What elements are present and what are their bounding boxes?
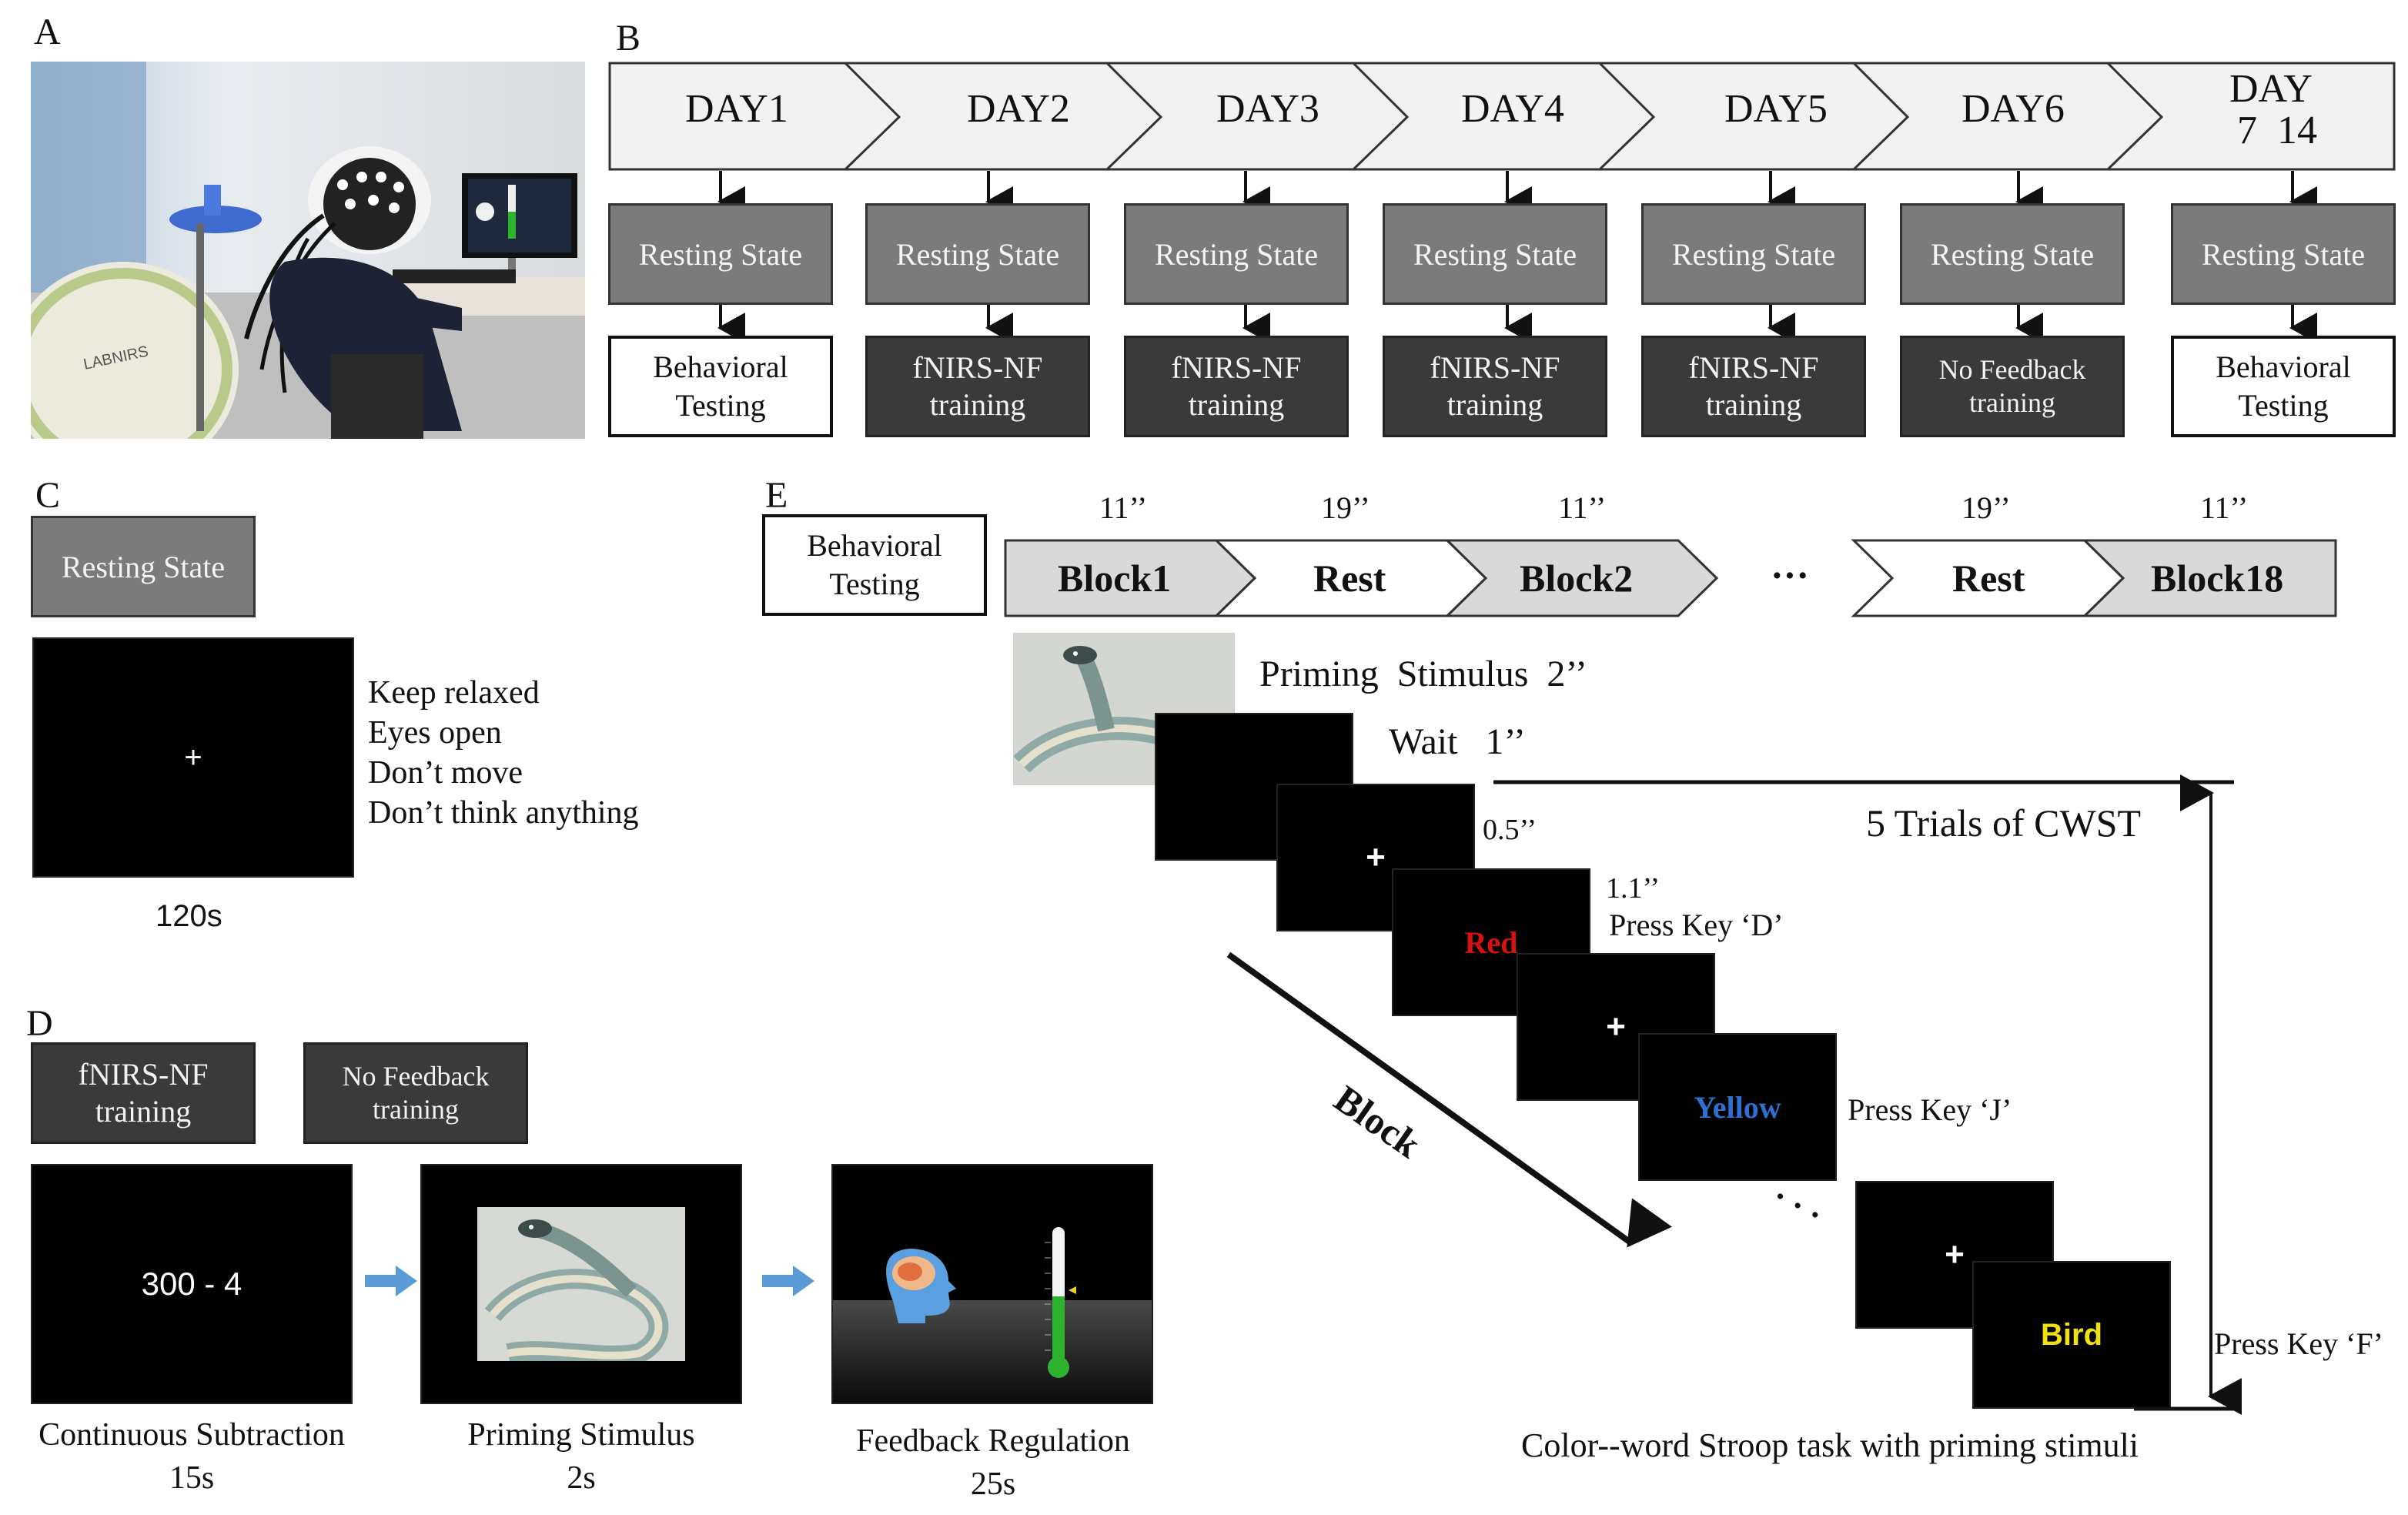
timing-block2: 11’’ bbox=[1558, 490, 1607, 525]
trials-label: 5 Trials of CWST bbox=[1866, 801, 2142, 844]
subtraction-text: 300 - 4 bbox=[141, 1266, 242, 1302]
panel-label-d: D bbox=[26, 1003, 53, 1044]
resting-state-day7: Resting State bbox=[2171, 203, 2396, 305]
resting-state-day4: Resting State bbox=[1383, 203, 1607, 305]
thermometer-icon bbox=[1045, 1227, 1076, 1378]
block-sequence-arrows bbox=[1004, 539, 2337, 617]
day-label-5: DAY5 bbox=[1724, 87, 1828, 131]
stroop-yellow-screen: Yellow bbox=[1638, 1033, 1837, 1181]
block1-label: Block1 bbox=[1058, 557, 1172, 600]
day-label-3: DAY3 bbox=[1216, 87, 1319, 131]
resting-state-day3: Resting State bbox=[1124, 203, 1349, 305]
day-label-6: DAY6 bbox=[1962, 87, 2065, 131]
feedback-scene bbox=[833, 1166, 1152, 1403]
stroop-word-red: Red bbox=[1464, 925, 1518, 960]
rest-last-label: Rest bbox=[1952, 557, 2025, 600]
fixation-cross: + bbox=[1366, 838, 1386, 876]
resting-state-day1: Resting State bbox=[608, 203, 833, 305]
day-label-7-line1: DAY bbox=[2229, 67, 2313, 111]
timing-11: 1.1’’ bbox=[1606, 872, 1660, 905]
fixation-screen-e2: + bbox=[1517, 953, 1715, 1101]
timing-rest-last: 19’’ bbox=[1962, 490, 2011, 525]
arrow-right-icon bbox=[365, 1266, 417, 1296]
trial-bracket-lines bbox=[1226, 774, 2242, 1415]
day-label-7-line2: 7 14 bbox=[2237, 109, 2317, 152]
fixation-cross: + bbox=[184, 740, 202, 774]
stroop-bird-screen: Bird bbox=[1972, 1261, 2171, 1409]
fixation-cross: + bbox=[1945, 1236, 1965, 1273]
priming-screen-d bbox=[420, 1164, 742, 1404]
timing-05: 0.5’’ bbox=[1483, 814, 1537, 846]
day-label-1: DAY1 bbox=[685, 87, 788, 131]
press-key-f: Press Key ‘F’ bbox=[2214, 1326, 2383, 1361]
panel-label-a: A bbox=[34, 12, 61, 52]
panel-label-e: E bbox=[765, 475, 788, 516]
arrow-right-icon bbox=[762, 1266, 814, 1296]
ellipsis: ··· bbox=[1771, 553, 1810, 597]
day-connector-arrows bbox=[717, 171, 2317, 343]
rest-duration: 120s bbox=[156, 899, 222, 933]
stroop-word-bird: Bird bbox=[2041, 1317, 2102, 1352]
timing-rest1: 19’’ bbox=[1321, 490, 1370, 525]
day-label-4: DAY4 bbox=[1461, 87, 1564, 131]
stroop-word-yellow: Yellow bbox=[1694, 1089, 1781, 1125]
rest1-label: Rest bbox=[1313, 557, 1386, 600]
day-label-2: DAY2 bbox=[967, 87, 1070, 131]
priming-label-e: Priming Stimulus 2’’ bbox=[1259, 654, 1587, 694]
timing-block1: 11’’ bbox=[1099, 490, 1148, 525]
panel-label-c: C bbox=[35, 475, 61, 516]
day-timeline-arrows bbox=[608, 62, 2396, 171]
brain-head-icon bbox=[886, 1249, 956, 1323]
subtraction-screen: 300 - 4 bbox=[31, 1164, 353, 1404]
press-key-d: Press Key ‘D’ bbox=[1609, 908, 1784, 942]
block18-label: Block18 bbox=[2151, 557, 2284, 600]
fixation-screen: + bbox=[32, 637, 354, 878]
block2-label: Block2 bbox=[1520, 557, 1634, 600]
stroop-caption: Color--word Stroop task with priming sti… bbox=[1521, 1426, 2139, 1464]
lab-photo: LABNIRS bbox=[31, 62, 585, 439]
snake-image bbox=[477, 1207, 685, 1361]
resting-state-day6: Resting State bbox=[1900, 203, 2125, 305]
resting-state-box-c: Resting State bbox=[31, 516, 256, 617]
press-key-j: Press Key ‘J’ bbox=[1848, 1092, 2012, 1127]
panel-label-b: B bbox=[616, 18, 641, 59]
feedback-screen bbox=[831, 1164, 1153, 1404]
timing-block18: 11’’ bbox=[2200, 490, 2249, 525]
resting-state-day5: Resting State bbox=[1641, 203, 1866, 305]
fixation-cross: + bbox=[1606, 1008, 1626, 1045]
lab-photo-illustration: LABNIRS bbox=[31, 62, 585, 439]
wait-label: Wait 1’’ bbox=[1389, 721, 1526, 762]
rest-instructions: Keep relaxed Eyes open Don’t move Don’t … bbox=[368, 675, 639, 831]
resting-state-day2: Resting State bbox=[865, 203, 1090, 305]
